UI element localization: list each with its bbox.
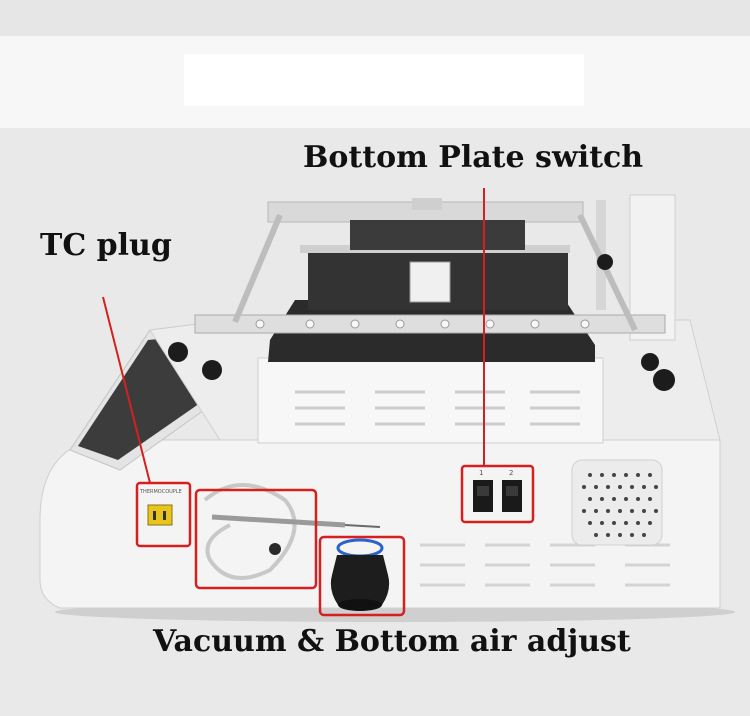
- switch-1-mark: 1: [479, 469, 483, 477]
- tc-plug-highlight: [135, 481, 192, 548]
- vacuum-bottom-air-label: Vacuum & Bottom air adjust: [153, 624, 631, 659]
- vacuum-port: [269, 543, 281, 555]
- tc-socket[interactable]: [147, 504, 173, 526]
- vacuum-tube: [203, 483, 297, 580]
- air-adjust-highlight: [318, 535, 406, 617]
- bottom-heater-box: [257, 357, 604, 444]
- thermocouple-text: THERMOCOUPLE: [139, 489, 182, 495]
- right-knob-2[interactable]: [653, 369, 675, 391]
- air-adjust-knob[interactable]: [330, 555, 390, 605]
- tc-pin-1: [153, 511, 156, 520]
- vacuum-highlight: [194, 488, 318, 590]
- bottom-plate-switch-label: Bottom Plate switch: [303, 140, 644, 175]
- heater-vents: [295, 390, 580, 426]
- left-rod: [232, 213, 283, 324]
- air-knob-base: [338, 599, 382, 611]
- left-knob-2[interactable]: [202, 360, 222, 380]
- right-knob-1[interactable]: [641, 353, 659, 371]
- front-rail-holes: [255, 319, 590, 329]
- blank-title-box: [184, 54, 584, 106]
- left-knob-1[interactable]: [168, 342, 188, 362]
- fan-grille: [571, 459, 663, 546]
- vacuum-pen-tip: [344, 524, 381, 528]
- switch-1-rocker: [477, 486, 489, 496]
- upper-heater: [350, 220, 525, 250]
- top-band: [0, 0, 750, 128]
- front-rail: [194, 314, 666, 334]
- pcb-clamp: [409, 261, 451, 303]
- fan-grille-holes: [582, 473, 658, 537]
- right-rod: [577, 213, 638, 332]
- vacuum-pen[interactable]: [211, 514, 346, 528]
- switch-2-mark: 2: [509, 469, 513, 477]
- tc-plug-pointer: [102, 296, 151, 484]
- switch-2-rocker: [506, 486, 518, 496]
- rail-clip: [412, 198, 442, 210]
- rear-knob[interactable]: [597, 254, 613, 270]
- tc-pin-2: [163, 511, 166, 520]
- bottom-plate-switch-highlight: [460, 464, 535, 524]
- tc-plug-label: TC plug: [40, 228, 172, 263]
